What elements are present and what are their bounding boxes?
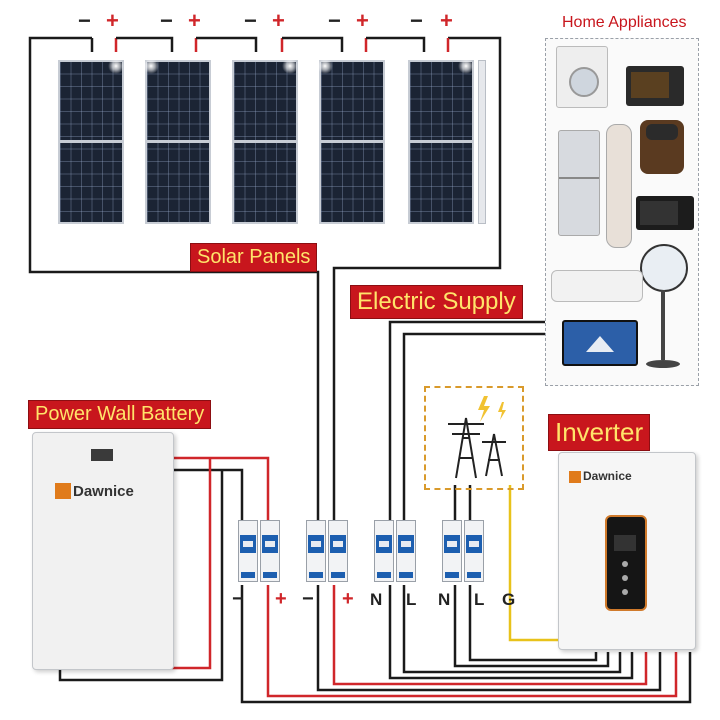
battery-brand: Dawnice — [73, 483, 134, 500]
power-tower-icon — [448, 396, 506, 479]
terminal-solar-minus: − — [302, 588, 314, 610]
solar-panel-icon — [58, 58, 124, 224]
microwave-icon — [636, 196, 694, 230]
terminal-solar-plus: + — [342, 588, 354, 610]
washing-machine-icon — [556, 46, 608, 108]
inverter-control-panel — [605, 515, 647, 611]
fan-icon — [640, 244, 688, 372]
solar-panel-icon — [408, 58, 474, 224]
panel-4-minus: − — [328, 8, 341, 33]
terminal-battery-minus: − — [232, 588, 244, 610]
inverter-brand: Dawnice — [583, 469, 632, 483]
panel-1-minus: − — [78, 8, 91, 33]
inverter-label: Inverter — [548, 414, 651, 451]
television-icon — [562, 320, 638, 366]
oven-icon — [626, 66, 684, 106]
solar-wire-loop — [28, 36, 320, 520]
terminal-grid-l: L — [474, 590, 485, 609]
solar-panel-icon — [143, 58, 211, 224]
battery-display — [91, 449, 113, 461]
panel-5-plus: + — [440, 8, 453, 33]
home-appliances-label: Home Appliances — [562, 14, 687, 31]
solar-panel-icon — [232, 58, 298, 224]
terminal-load-n: N — [370, 590, 383, 609]
breaker-battery — [238, 520, 280, 582]
solar-wire-return — [332, 36, 502, 520]
panel-3-plus: + — [272, 8, 285, 33]
solar-panels-label: Solar Panels — [190, 243, 318, 272]
power-wall-battery: Dawnice — [32, 432, 174, 670]
panel-5-minus: − — [410, 8, 423, 33]
lightning-icon — [478, 396, 490, 422]
panel-2-plus: + — [188, 8, 201, 33]
inverter-unit: Dawnice — [558, 452, 696, 650]
panel-side-frame — [478, 60, 486, 224]
breaker-grid — [442, 520, 484, 582]
power-wall-battery-label: Power Wall Battery — [28, 400, 212, 429]
dawnice-logo-icon — [569, 471, 581, 483]
terminal-load-l: L — [406, 590, 417, 609]
panel-4-plus: + — [356, 8, 369, 33]
grid-tower-box — [424, 386, 524, 490]
dawnice-logo-icon — [55, 483, 71, 499]
panel-1-plus: + — [106, 8, 119, 33]
rice-cooker-icon — [640, 120, 684, 174]
solar-panel-icon — [317, 58, 385, 224]
terminal-battery-plus: + — [275, 588, 287, 610]
terminal-grid-n: N — [438, 590, 451, 609]
panel-3-minus: − — [244, 8, 257, 33]
terminal-grid-g: G — [502, 590, 516, 609]
panel-2-minus: − — [160, 8, 173, 33]
electric-supply-label: Electric Supply — [350, 285, 523, 319]
breaker-load — [374, 520, 416, 582]
air-purifier-icon — [606, 124, 632, 248]
refrigerator-icon — [558, 130, 600, 236]
air-conditioner-icon — [551, 270, 643, 302]
breaker-solar — [306, 520, 348, 582]
